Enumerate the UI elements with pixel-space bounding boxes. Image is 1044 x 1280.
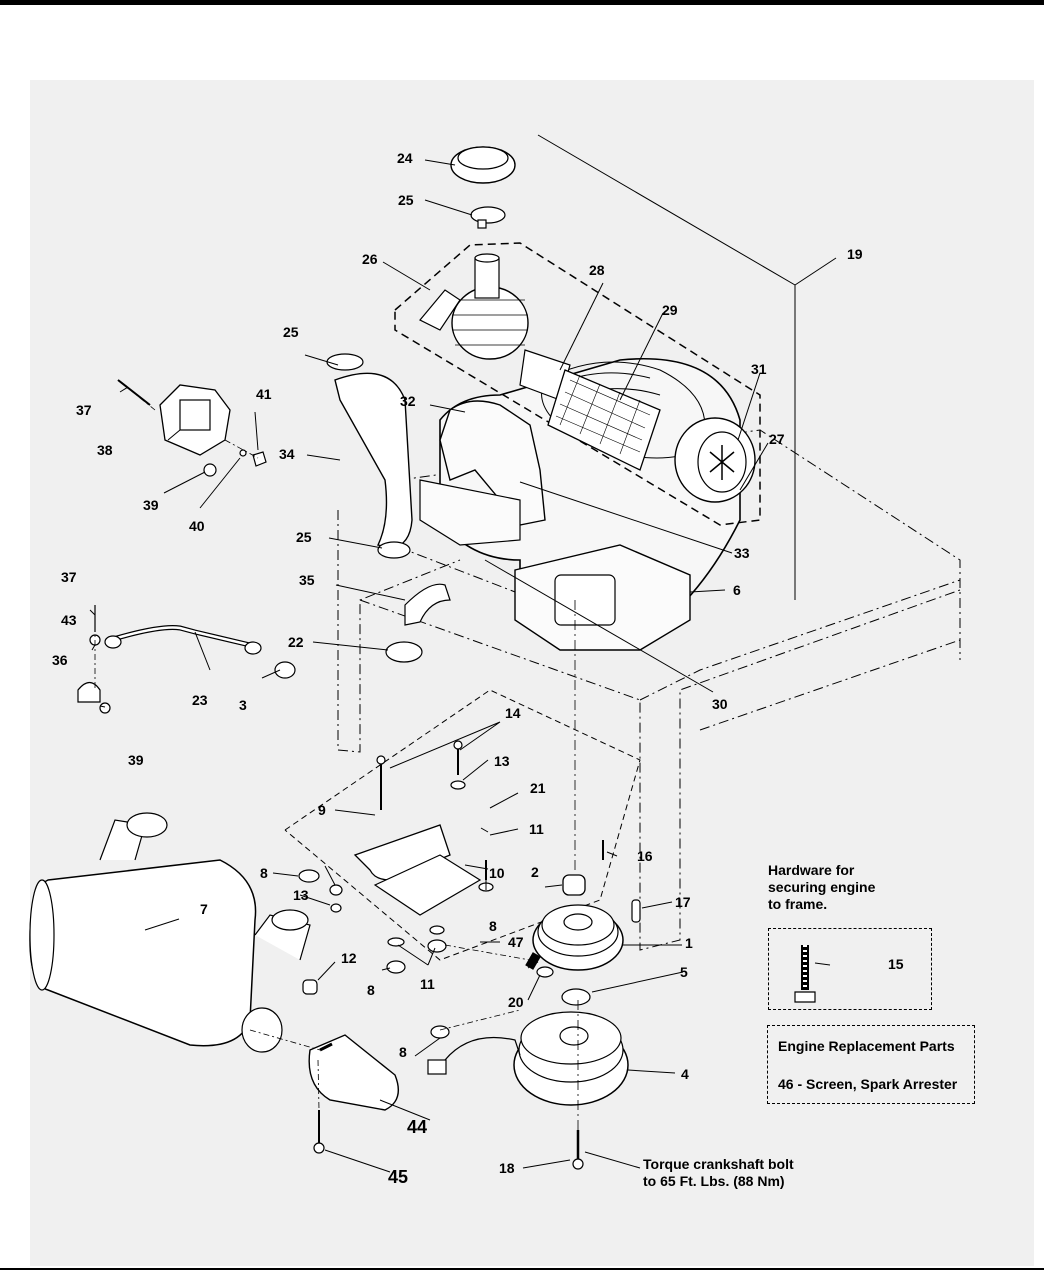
callout-13: 13 bbox=[293, 887, 309, 903]
replacement-parts-title: Engine Replacement Parts bbox=[778, 1038, 955, 1054]
air-cleaner-box bbox=[394, 242, 761, 526]
callout-17: 17 bbox=[675, 894, 691, 910]
callout-28: 28 bbox=[589, 262, 605, 278]
callout-33: 33 bbox=[734, 545, 750, 561]
callout-39: 39 bbox=[128, 752, 144, 768]
top-rule bbox=[0, 0, 1044, 5]
callout-23: 23 bbox=[192, 692, 208, 708]
callout-18: 18 bbox=[499, 1160, 515, 1176]
callout-13: 13 bbox=[494, 753, 510, 769]
callout-32: 32 bbox=[400, 393, 416, 409]
callout-14: 14 bbox=[505, 705, 521, 721]
spark-arrester bbox=[308, 1034, 399, 1111]
callout-41: 41 bbox=[256, 386, 272, 402]
callout-11: 11 bbox=[420, 976, 435, 992]
bottom-rule bbox=[0, 1268, 1044, 1270]
callout-16: 16 bbox=[637, 848, 653, 864]
hardware-note-line-2: securing engine bbox=[768, 879, 876, 895]
callout-27: 27 bbox=[769, 431, 785, 447]
callout-44: 44 bbox=[407, 1117, 428, 1137]
replacement-parts-item: 46 - Screen, Spark Arrester bbox=[778, 1076, 958, 1092]
callout-22: 22 bbox=[288, 634, 304, 650]
callout-8: 8 bbox=[260, 865, 268, 881]
callout-12: 12 bbox=[341, 950, 357, 966]
callout-38: 38 bbox=[97, 442, 113, 458]
torque-note-line-1: Torque crankshaft bolt bbox=[643, 1156, 794, 1172]
callout-34: 34 bbox=[279, 446, 295, 462]
callout-24: 24 bbox=[397, 150, 413, 166]
callout-9: 9 bbox=[318, 802, 326, 818]
torque-note-line-2: to 65 Ft. Lbs. (88 Nm) bbox=[643, 1173, 785, 1189]
replacement-parts-box: Engine Replacement Parts 46 - Screen, Sp… bbox=[767, 1025, 975, 1104]
callout-3: 3 bbox=[239, 697, 247, 713]
callout-47: 47 bbox=[508, 934, 524, 950]
fuel-line bbox=[109, 625, 251, 648]
callout-8: 8 bbox=[489, 918, 497, 934]
callout-21: 21 bbox=[530, 780, 546, 796]
mount-plate-outline bbox=[284, 689, 641, 961]
callout-37: 37 bbox=[76, 402, 92, 418]
callout-26: 26 bbox=[362, 251, 378, 267]
callout-36: 36 bbox=[52, 652, 68, 668]
callout-15: 15 bbox=[888, 956, 904, 972]
torque-note: Torque crankshaft bolt to 65 Ft. Lbs. (8… bbox=[643, 1156, 794, 1190]
callout-45: 45 bbox=[388, 1167, 409, 1187]
callout-10: 10 bbox=[489, 865, 505, 881]
hardware-box bbox=[768, 928, 932, 1010]
callout-43: 43 bbox=[61, 612, 77, 628]
callout-39: 39 bbox=[143, 497, 159, 513]
hardware-note-line-3: to frame. bbox=[768, 896, 828, 912]
muffler bbox=[29, 859, 257, 1047]
callout-40: 40 bbox=[189, 518, 205, 534]
callout-4: 4 bbox=[681, 1066, 689, 1082]
intake-hose bbox=[334, 372, 413, 549]
filter-element bbox=[547, 369, 661, 471]
callout-31: 31 bbox=[751, 361, 767, 377]
callout-29: 29 bbox=[662, 302, 678, 318]
callout-25: 25 bbox=[283, 324, 299, 340]
callout-8: 8 bbox=[367, 982, 375, 998]
callout-6: 6 bbox=[733, 582, 741, 598]
callout-7: 7 bbox=[200, 901, 208, 917]
hardware-note-line-1: Hardware for bbox=[768, 862, 855, 878]
plate bbox=[373, 854, 482, 916]
callout-35: 35 bbox=[299, 572, 315, 588]
callout-19: 19 bbox=[847, 246, 863, 262]
callout-8: 8 bbox=[399, 1044, 407, 1060]
callout-20: 20 bbox=[508, 994, 524, 1010]
callout-5: 5 bbox=[680, 964, 688, 980]
callout-25: 25 bbox=[296, 529, 312, 545]
callout-30: 30 bbox=[712, 696, 728, 712]
callout-1: 1 bbox=[685, 935, 693, 951]
hardware-note: Hardware for securing engine to frame. bbox=[768, 862, 875, 913]
callout-37: 37 bbox=[61, 569, 77, 585]
callout-2: 2 bbox=[531, 864, 539, 880]
callout-25: 25 bbox=[398, 192, 414, 208]
callout-11: 11 bbox=[529, 821, 544, 837]
